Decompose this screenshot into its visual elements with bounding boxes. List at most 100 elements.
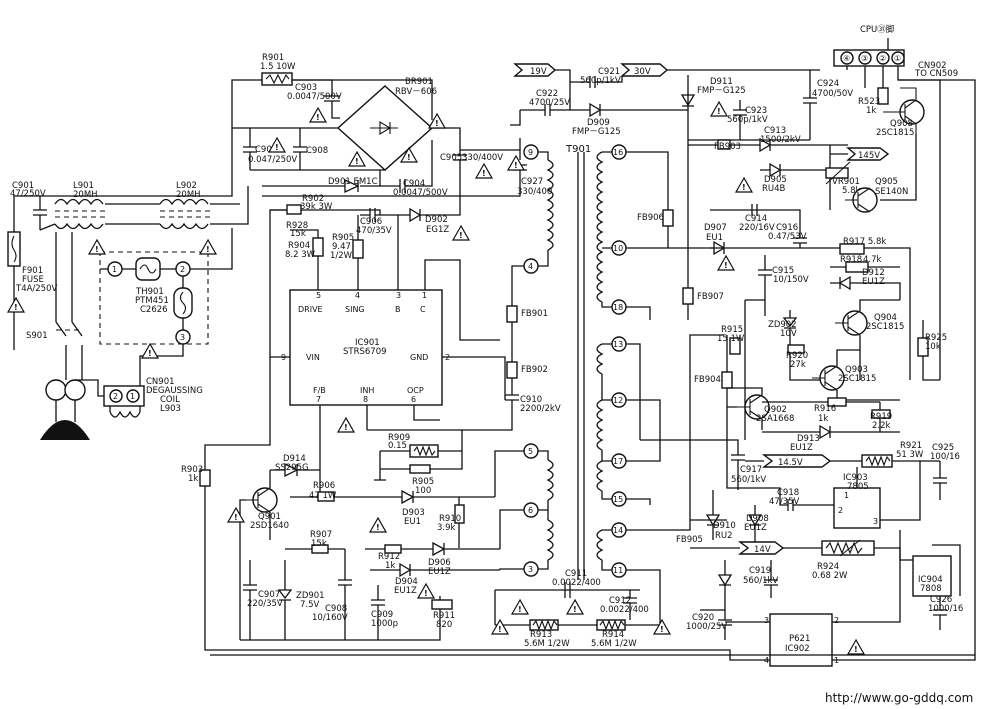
d913-label: D913	[797, 434, 820, 444]
svg-text:!: !	[206, 245, 210, 254]
svg-text:!: !	[518, 605, 522, 614]
d914-value: SS295G	[275, 463, 309, 473]
c915-value: 10/150V	[773, 275, 809, 285]
r523-value: 1k	[866, 106, 876, 116]
svg-text:!: !	[407, 153, 411, 162]
r919-label: R919	[870, 412, 892, 422]
warning-icon: !	[565, 598, 585, 615]
c926-label: C926	[930, 595, 952, 605]
r906-value: 47 1W	[309, 491, 337, 501]
svg-text:!: !	[573, 605, 577, 614]
c903-value: 0.0047/500V	[287, 92, 342, 102]
r920-value: 27k	[790, 360, 806, 370]
bottom-section: C911 0.0022/400 C912 0.0022/400 R913 5.6…	[210, 79, 976, 667]
d901-label: D901 EM1C	[328, 177, 378, 187]
q902-model: 2SA1668	[756, 414, 794, 424]
r924-value: 0.68 2W	[812, 571, 848, 581]
fb904-bead	[721, 371, 733, 389]
svg-text:18: 18	[613, 303, 623, 312]
vr901-label: VR901	[832, 177, 860, 187]
cn901-l903: L903	[160, 404, 181, 414]
th901-label: TH901	[135, 287, 164, 297]
r901-value: 1.5 10W	[260, 62, 296, 72]
c912-value: 0.0022/400	[600, 605, 649, 615]
q903-model: 2SC1815	[838, 374, 876, 384]
svg-text:!: !	[459, 231, 463, 240]
c914-label: C914	[745, 214, 767, 224]
f901-label: F901	[22, 266, 43, 276]
r913-value: 5.6M 1/2W	[524, 639, 570, 649]
svg-text:③: ③	[861, 54, 868, 63]
svg-text:4: 4	[355, 291, 360, 300]
c901-value: 47/250V	[10, 189, 46, 199]
ic901-chip	[289, 289, 443, 406]
r905-resistor	[352, 239, 364, 259]
zd901-value: 7.5V	[300, 600, 320, 610]
c908-label: C908	[306, 146, 328, 156]
plug-pin-right	[64, 379, 86, 401]
warning-icon: !	[336, 416, 356, 433]
fb905-label: FB905	[676, 535, 703, 545]
warning-icon: !	[6, 296, 26, 313]
r910-value: 3.9k	[437, 523, 456, 533]
r912-label: R912	[378, 552, 400, 562]
c921-value: 560p/1kV	[580, 76, 621, 86]
d902-value: EG1Z	[426, 225, 449, 235]
source-url: http://www.go-gddq.com	[825, 691, 973, 705]
r903-value: 1k	[188, 474, 198, 484]
q904-model: 2SC1815	[866, 322, 904, 332]
svg-text:!: !	[717, 107, 721, 116]
r905b-label: R905	[412, 477, 434, 487]
fb906-label: FB906	[637, 213, 664, 223]
r911-label: R911	[433, 611, 455, 621]
r523-resistor	[877, 87, 889, 105]
svg-text:!: !	[344, 423, 348, 432]
c921-label: C921	[598, 67, 620, 77]
svg-text:!: !	[234, 513, 238, 522]
fb902-bead	[506, 361, 518, 379]
ic901-model: STRS6709	[343, 347, 387, 357]
svg-text:2: 2	[838, 506, 843, 515]
c906-value: 470/35V	[356, 226, 392, 236]
warning-icon: !	[140, 342, 160, 359]
c913-label: C913	[764, 126, 786, 136]
d908-label: D908	[746, 514, 769, 524]
c910-value: 2200/2kV	[520, 404, 561, 414]
to-cn509-label: TO CN509	[914, 69, 958, 79]
svg-text:!: !	[355, 157, 359, 166]
svg-text:C: C	[420, 305, 426, 314]
c911-value: 0.0022/400	[552, 578, 601, 588]
l902-value: 20MH	[176, 190, 201, 200]
c922-label: C922	[536, 89, 558, 99]
rail-14v5: 14.5V	[778, 458, 803, 468]
l901-value: 20MH	[73, 190, 98, 200]
r910-label: R910	[439, 514, 461, 524]
r909-label: R909	[388, 433, 410, 443]
svg-text:!: !	[424, 589, 428, 598]
c926-value: 1000/16	[928, 604, 963, 614]
rail-14v5-tag	[761, 454, 832, 468]
q908-label: Q908	[890, 119, 913, 129]
d911-value: FMP－G125	[697, 86, 746, 96]
svg-text:8: 8	[363, 395, 368, 404]
svg-text:4: 4	[528, 262, 533, 271]
r919-value: 2.2k	[872, 421, 891, 431]
q908-model: 2SC1815	[876, 128, 914, 138]
d908-value: EU1Z	[744, 523, 767, 533]
svg-text:1: 1	[422, 291, 427, 300]
q903-label: Q903	[845, 365, 868, 375]
r918-value: 4.7k	[863, 255, 882, 265]
c919-value: 560/1kV	[743, 576, 778, 586]
fb907-label: FB907	[697, 292, 724, 302]
top-rails: 19V 30V C921 560p/1kV C922 4700/25V D909…	[510, 63, 853, 141]
d912-value: EU1Z	[862, 277, 885, 287]
svg-text:9: 9	[528, 148, 533, 157]
svg-text:!: !	[376, 523, 380, 532]
svg-text:7: 7	[316, 395, 321, 404]
svg-text:3: 3	[180, 333, 185, 342]
q905-label: Q905	[875, 177, 898, 187]
warning-icon: !	[474, 162, 494, 179]
fb902-label: FB902	[521, 365, 548, 375]
svg-text:5: 5	[528, 447, 533, 456]
br901-label: BR901	[405, 77, 433, 87]
